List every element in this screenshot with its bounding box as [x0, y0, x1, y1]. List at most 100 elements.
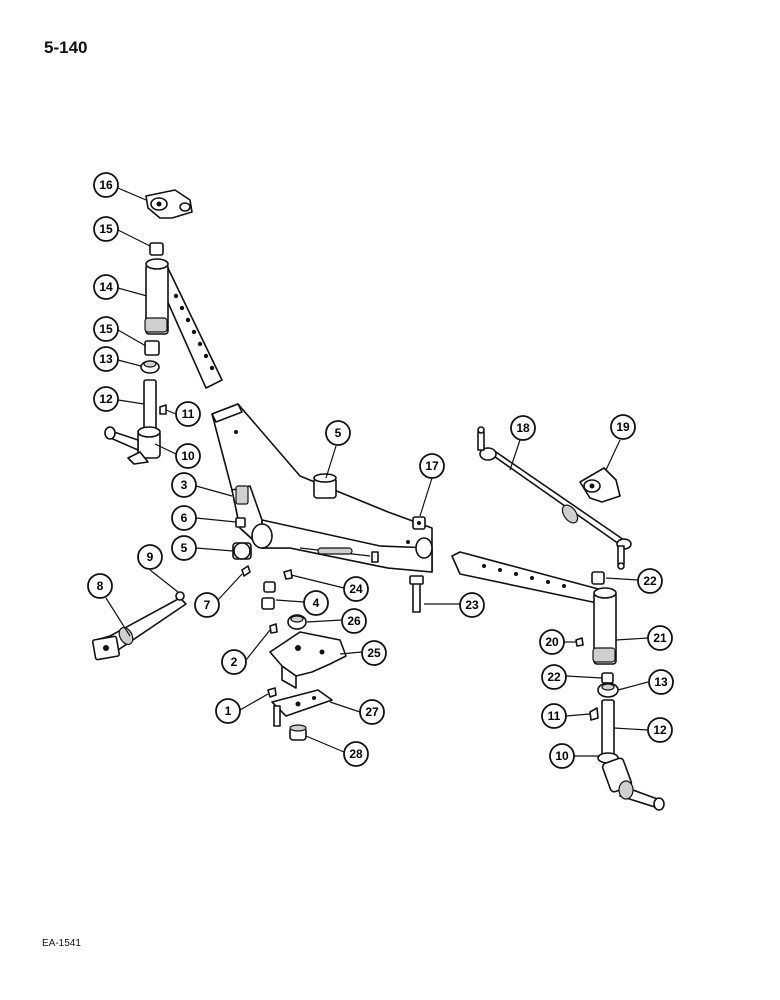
- callout-19: 19: [610, 414, 636, 440]
- part-2-grease-nipple: [269, 623, 278, 634]
- svg-text:24: 24: [349, 582, 363, 596]
- callout-23: 23: [459, 592, 485, 618]
- callout-16: 16: [93, 172, 119, 198]
- svg-text:12: 12: [653, 723, 667, 737]
- svg-text:27: 27: [365, 705, 379, 719]
- part-15-bush-upper: [149, 242, 164, 256]
- callout-11-left: 11: [175, 401, 201, 427]
- callout-4: 4: [303, 590, 329, 616]
- part-13-thrust-washer-left: [140, 360, 160, 374]
- callout-26: 26: [341, 608, 367, 634]
- svg-text:3: 3: [181, 478, 188, 492]
- callout-17: 17: [419, 453, 445, 479]
- svg-text:16: 16: [99, 178, 113, 192]
- part-5-pivot-bush-upper: [313, 473, 337, 499]
- part-16-steering-arm: [145, 189, 193, 219]
- callout-22-lower: 22: [541, 664, 567, 690]
- callout-12-right: 12: [647, 717, 673, 743]
- callout-2: 2: [221, 649, 247, 675]
- callout-14: 14: [93, 274, 119, 300]
- svg-text:6: 6: [181, 511, 188, 525]
- svg-text:7: 7: [204, 598, 211, 612]
- callout-7: 7: [194, 592, 220, 618]
- svg-text:5: 5: [181, 541, 188, 555]
- part-15-bush-lower: [144, 340, 160, 356]
- svg-text:22: 22: [643, 574, 657, 588]
- callout-5-upper: 5: [325, 420, 351, 446]
- part-18-tie-rod: [477, 426, 632, 570]
- part-26-bush: [287, 614, 307, 630]
- part-13-thrust-washer-right: [597, 682, 619, 698]
- part-1-grease-nipple: [267, 687, 277, 698]
- svg-text:12: 12: [99, 392, 113, 406]
- part-27-retainer-plate: [271, 689, 333, 727]
- callout-15-upper: 15: [93, 216, 119, 242]
- callout-11-right: 11: [541, 703, 567, 729]
- part-11-key-right: [589, 707, 599, 721]
- part-20-grease-fitting: [575, 637, 584, 647]
- part-23-bolt: [409, 575, 424, 613]
- svg-text:15: 15: [99, 222, 113, 236]
- callout-9: 9: [137, 544, 163, 570]
- part-25-front-support: [269, 631, 347, 689]
- svg-text:25: 25: [367, 646, 381, 660]
- callout-13-left: 13: [93, 346, 119, 372]
- part-19-steering-arm: [579, 467, 621, 503]
- callout-10-right: 10: [549, 743, 575, 769]
- callout-13-right: 13: [648, 669, 674, 695]
- callout-24: 24: [343, 576, 369, 602]
- callout-20: 20: [539, 629, 565, 655]
- svg-text:5: 5: [335, 426, 342, 440]
- part-8-pivot-pin: [91, 597, 187, 661]
- callout-27: 27: [359, 699, 385, 725]
- part-28-bush: [289, 724, 307, 741]
- callout-8: 8: [87, 573, 113, 599]
- illustration-code: EA-1541: [42, 938, 81, 949]
- svg-text:18: 18: [516, 421, 530, 435]
- callout-10-left: 10: [175, 443, 201, 469]
- part-11-key-left: [159, 404, 167, 415]
- part-5-pivot-bush-lower: [232, 542, 252, 560]
- svg-text:23: 23: [465, 598, 479, 612]
- part-14-left-axle-extension: [144, 258, 223, 389]
- part-24-fitting: [283, 569, 293, 580]
- part-6-grease-fitting: [235, 517, 246, 528]
- part-12-spindle-right: [597, 699, 665, 811]
- callout-22-upper: 22: [637, 568, 663, 594]
- callout-3: 3: [171, 472, 197, 498]
- svg-text:13: 13: [654, 675, 668, 689]
- callout-6: 6: [171, 505, 197, 531]
- part-4-bushes: [261, 581, 276, 610]
- page-number: 5-140: [44, 38, 88, 57]
- callout-12-left: 12: [93, 386, 119, 412]
- svg-text:2: 2: [231, 655, 238, 669]
- svg-text:4: 4: [313, 596, 320, 610]
- svg-text:21: 21: [653, 631, 667, 645]
- svg-text:13: 13: [99, 352, 113, 366]
- part-22-bush-upper: [591, 571, 605, 585]
- svg-text:22: 22: [547, 670, 561, 684]
- part-17-nut: [412, 516, 426, 530]
- callout-1: 1: [215, 698, 241, 724]
- callout-18: 18: [510, 415, 536, 441]
- svg-text:11: 11: [182, 407, 195, 421]
- part-9-grease-fitting: [175, 591, 185, 601]
- svg-text:20: 20: [545, 635, 559, 649]
- callout-5-lower: 5: [171, 535, 197, 561]
- callout-21: 21: [647, 625, 673, 651]
- part-22-bush-lower: [601, 672, 614, 684]
- callout-15-lower: 15: [93, 316, 119, 342]
- svg-text:28: 28: [349, 747, 363, 761]
- part-12-spindle-left: [104, 379, 161, 465]
- svg-text:14: 14: [99, 280, 113, 294]
- callout-25: 25: [361, 640, 387, 666]
- svg-text:15: 15: [99, 322, 113, 336]
- svg-text:11: 11: [548, 709, 561, 723]
- leader-lines: [105, 187, 649, 757]
- part-21-right-axle-extension: [451, 551, 617, 665]
- svg-text:10: 10: [555, 749, 569, 763]
- svg-text:26: 26: [347, 614, 361, 628]
- callout-28: 28: [343, 741, 369, 767]
- svg-text:1: 1: [225, 704, 232, 718]
